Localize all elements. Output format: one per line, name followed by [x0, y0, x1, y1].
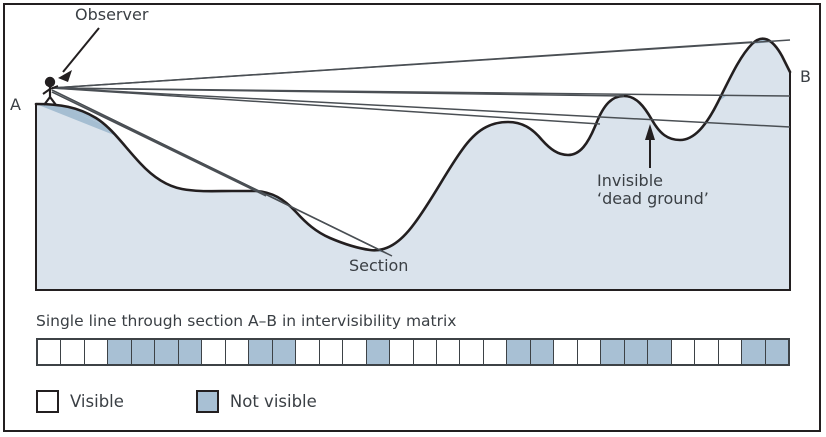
observer-arrow-head — [58, 70, 72, 82]
matrix-cell-18-visible — [436, 340, 461, 364]
matrix-cell-16-visible — [390, 340, 414, 364]
matrix-cell-4-notvisible — [108, 340, 132, 364]
matrix-cell-17-visible — [413, 340, 437, 364]
matrix-cell-10-notvisible — [249, 340, 273, 364]
matrix-cell-13-visible — [319, 340, 344, 364]
matrix-cell-9-visible — [225, 340, 250, 364]
matrix-cell-25-notvisible — [601, 340, 625, 364]
matrix-cell-23-visible — [554, 340, 578, 364]
matrix-cell-14-visible — [343, 340, 367, 364]
observer-leg-right — [49, 96, 57, 106]
point-b-label: B — [800, 67, 811, 86]
matrix-cell-21-notvisible — [507, 340, 531, 364]
matrix-cell-29-visible — [695, 340, 719, 364]
legend-label-not-visible: Not visible — [229, 392, 317, 411]
matrix-cell-27-notvisible — [648, 340, 672, 364]
terrain-outline — [34, 37, 792, 252]
matrix-cell-31-notvisible — [742, 340, 766, 364]
sight-line-5 — [51, 87, 791, 128]
observer-arm-right — [49, 85, 59, 90]
matrix-cell-20-visible — [483, 340, 508, 364]
matrix-cell-12-visible — [296, 340, 320, 364]
dead-ground-label-line2: ‘dead ground’ — [597, 189, 709, 209]
legend-item-not-visible: Not visible — [195, 390, 317, 413]
matrix-cell-8-visible — [202, 340, 226, 364]
point-a-label: A — [10, 95, 21, 114]
terrain-profile — [36, 38, 790, 291]
matrix-cell-2-visible — [61, 340, 85, 364]
section-box-edges — [35, 72, 791, 291]
matrix-cell-15-notvisible — [366, 340, 391, 364]
matrix-cell-3-visible — [84, 340, 109, 364]
matrix-cell-26-notvisible — [624, 340, 649, 364]
dead-ground-label: Invisible ‘dead ground’ — [597, 171, 709, 209]
matrix-cell-11-notvisible — [272, 340, 297, 364]
dead-ground-label-line1: Invisible — [597, 171, 663, 190]
observer-head — [44, 76, 56, 88]
intervisibility-matrix-row — [36, 338, 790, 366]
legend-item-visible: Visible — [36, 390, 124, 413]
matrix-cell-19-visible — [460, 340, 484, 364]
matrix-cell-22-notvisible — [530, 340, 555, 364]
matrix-cell-32-notvisible — [765, 340, 788, 364]
observer-arm-left — [42, 88, 51, 95]
observer-leg-left — [43, 96, 51, 106]
dead-ground-arrow-head — [645, 124, 655, 140]
legend: Visible Not visible — [36, 390, 317, 413]
observer-figure — [42, 76, 59, 106]
legend-swatch-visible — [36, 390, 59, 413]
sight-line-2 — [51, 39, 791, 89]
section-label: Section — [349, 256, 409, 275]
sight-line-10 — [51, 91, 263, 194]
matrix-cell-6-notvisible — [155, 340, 179, 364]
matrix-cell-24-visible — [577, 340, 602, 364]
legend-swatch-not-visible — [195, 390, 219, 413]
matrix-cell-30-visible — [718, 340, 743, 364]
legend-label-visible: Visible — [70, 392, 124, 411]
sight-line-4 — [51, 87, 625, 97]
matrix-cell-5-notvisible — [131, 340, 156, 364]
matrix-cell-7-notvisible — [178, 340, 203, 364]
annotation-arrows — [58, 27, 655, 168]
matrix-cell-1-visible — [38, 340, 62, 364]
matrix-caption: Single line through section A–B in inter… — [36, 312, 457, 330]
sight-line-6 — [51, 87, 601, 125]
matrix-cell-28-visible — [671, 340, 696, 364]
sight-lines — [51, 39, 791, 257]
observer-label: Observer — [75, 5, 149, 24]
observer-arrow-shaft — [62, 27, 100, 73]
